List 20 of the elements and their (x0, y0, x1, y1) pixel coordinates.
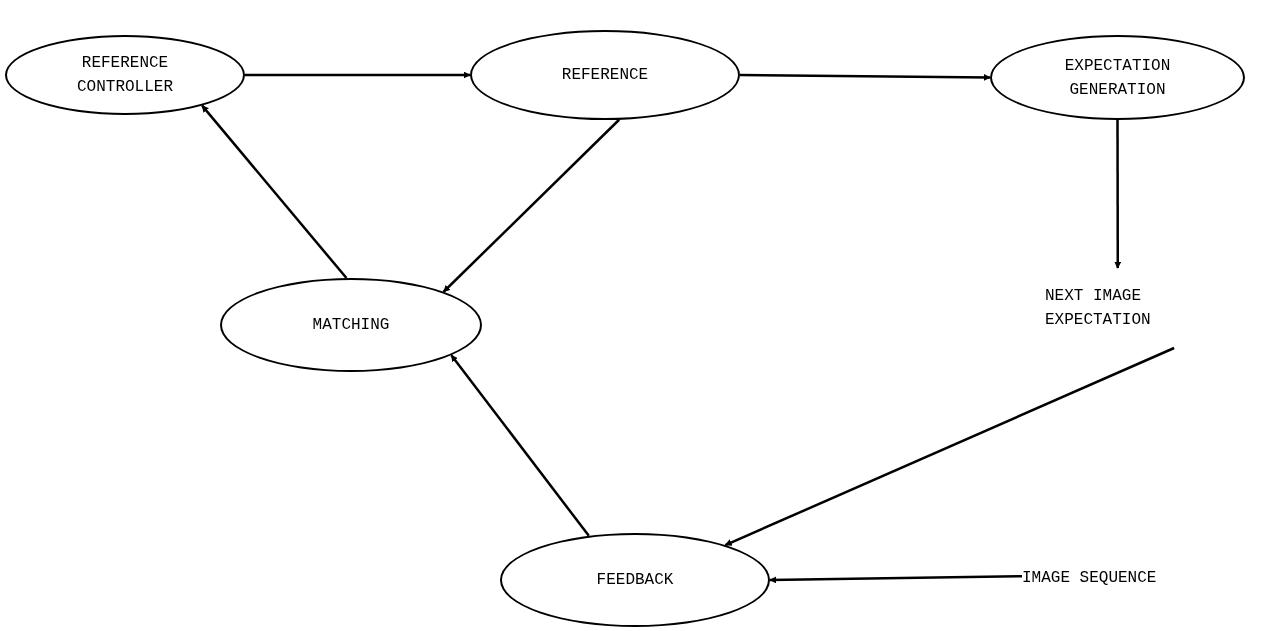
data-label: IMAGE SEQUENCE (1022, 568, 1157, 589)
node-label: REFERENCE CONTROLLER (76, 53, 174, 98)
arrow (442, 118, 620, 293)
process-ellipse (220, 278, 482, 372)
process-ellipse (5, 35, 245, 115)
arrow (740, 73, 991, 81)
data-label: NEXT IMAGE EXPECTATION (1045, 286, 1152, 331)
process-ellipse (500, 533, 770, 627)
node-label: REFERENCE (561, 65, 649, 86)
node-label: MATCHING (312, 315, 390, 336)
arrow (724, 346, 1175, 547)
arrow (450, 354, 590, 537)
arrow (769, 574, 1022, 584)
node-label: FEEDBACK (596, 570, 674, 591)
process-ellipse (990, 35, 1245, 120)
process-ellipse (470, 30, 740, 120)
arrow (201, 104, 348, 279)
arrow (245, 71, 471, 79)
arrow (1114, 120, 1122, 269)
node-label: EXPECTATION GENERATION (1063, 55, 1172, 101)
